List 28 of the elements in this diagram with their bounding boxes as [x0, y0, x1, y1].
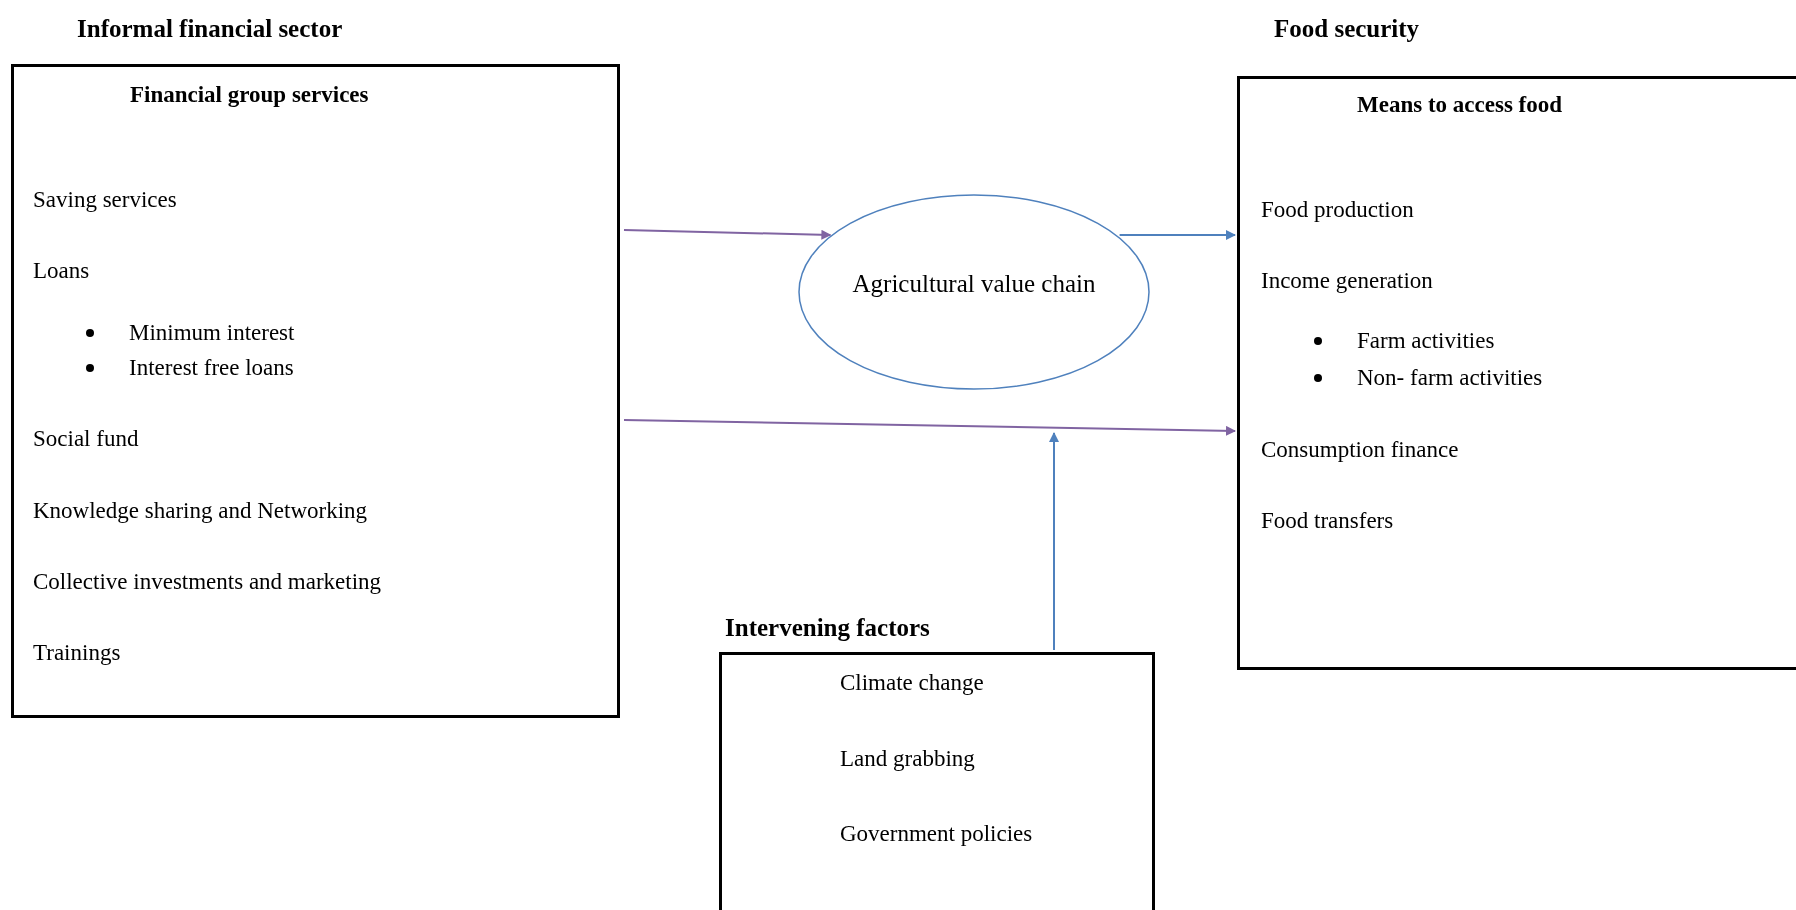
arrow — [623, 229, 832, 240]
list-item: Knowledge sharing and Networking — [33, 497, 368, 525]
arrow — [623, 419, 1236, 436]
list-item: Consumption finance — [1261, 436, 1459, 464]
section-title: Informal financial sector — [77, 15, 343, 43]
list-item: Loans — [33, 257, 90, 285]
bullet-item: Interest free loans — [129, 354, 294, 382]
list-item: Social fund — [33, 425, 139, 453]
list-item: Income generation — [1261, 267, 1433, 295]
arrow — [1049, 432, 1059, 651]
box-heading: Means to access food — [1357, 91, 1563, 119]
bullet-item: Minimum interest — [129, 319, 295, 347]
list-item: Trainings — [33, 639, 121, 667]
list-item: Climate change — [840, 669, 984, 697]
section-title: Food security — [1274, 15, 1420, 43]
arrow — [1118, 230, 1236, 240]
bullet-item: Farm activities — [1357, 327, 1495, 355]
list-item: Food transfers — [1261, 507, 1394, 535]
section-title: Intervening factors — [725, 614, 930, 642]
list-item: Food production — [1261, 196, 1414, 224]
list-item: Land grabbing — [840, 745, 975, 773]
bullet-item: Non- farm activities — [1357, 364, 1543, 392]
list-item: Government policies — [840, 820, 1033, 848]
value-chain-ellipse — [799, 195, 1149, 389]
box-heading: Financial group services — [130, 81, 369, 109]
list-item: Collective investments and marketing — [33, 568, 382, 596]
list-item: Saving services — [33, 186, 177, 214]
ellipse-label: Agricultural value chain — [851, 270, 1097, 298]
